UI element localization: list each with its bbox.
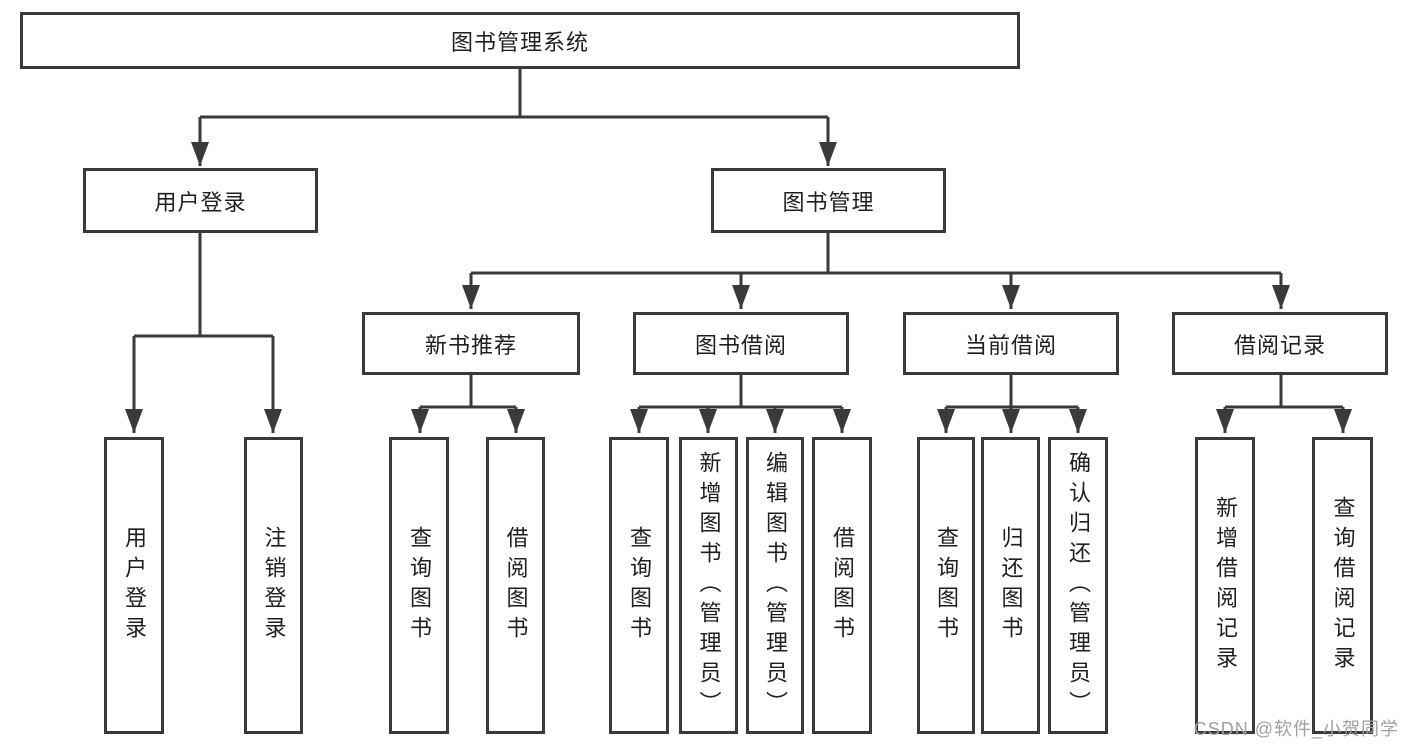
- node-book-borrow-label: 图书借阅: [694, 332, 787, 358]
- node-new-book-recommend-label: 新书推荐: [424, 332, 517, 358]
- leaf-recommend-query-books-label: 查询图书: [407, 525, 432, 646]
- leaf-current-query-books: 查询图书: [917, 437, 975, 734]
- leaf-current-confirm-return-admin: 确认归还（管理员）: [1048, 437, 1108, 734]
- leaf-logout-label: 注销登录: [261, 525, 287, 646]
- leaf-user-login-label: 用户登录: [122, 525, 147, 646]
- leaf-logout: 注销登录: [244, 437, 303, 734]
- node-borrow-records: 借阅记录: [1172, 312, 1388, 375]
- leaf-borrow-borrow-books: 借阅图书: [812, 437, 872, 734]
- node-user-login-branch-label: 用户登录: [154, 189, 247, 215]
- leaf-records-query-record: 查询借阅记录: [1312, 437, 1373, 734]
- node-book-management-branch-label: 图书管理: [782, 189, 875, 215]
- leaf-current-return-books-label: 归还图书: [998, 525, 1024, 646]
- node-book-borrow: 图书借阅: [633, 312, 849, 375]
- leaf-borrow-edit-books-admin-label: 编辑图书（管理员）: [763, 450, 788, 721]
- node-borrow-records-label: 借阅记录: [1233, 332, 1326, 358]
- leaf-records-add-record: 新增借阅记录: [1195, 437, 1255, 734]
- leaf-recommend-query-books: 查询图书: [389, 437, 449, 734]
- node-root-system: 图书管理系统: [20, 12, 1020, 69]
- leaf-borrow-query-books-label: 查询图书: [627, 525, 652, 646]
- node-new-book-recommend: 新书推荐: [362, 312, 580, 375]
- leaf-current-confirm-return-admin-label: 确认归还（管理员）: [1066, 450, 1091, 721]
- node-current-borrow-label: 当前借阅: [964, 332, 1057, 358]
- node-current-borrow: 当前借阅: [903, 312, 1119, 375]
- leaf-borrow-edit-books-admin: 编辑图书（管理员）: [746, 437, 804, 734]
- leaf-borrow-borrow-books-label: 借阅图书: [830, 525, 855, 646]
- leaf-records-query-record-label: 查询借阅记录: [1330, 495, 1356, 676]
- leaf-records-add-record-label: 新增借阅记录: [1213, 495, 1238, 676]
- leaf-current-query-books-label: 查询图书: [934, 525, 959, 646]
- leaf-borrow-add-books-admin-label: 新增图书（管理员）: [696, 450, 722, 721]
- leaf-borrow-add-books-admin: 新增图书（管理员）: [679, 437, 738, 734]
- leaf-user-login: 用户登录: [104, 437, 164, 734]
- leaf-recommend-borrow-books-label: 借阅图书: [503, 525, 529, 646]
- leaf-current-return-books: 归还图书: [981, 437, 1040, 734]
- node-root-system-label: 图书管理系统: [450, 29, 589, 55]
- node-user-login-branch: 用户登录: [83, 168, 318, 233]
- node-book-management-branch: 图书管理: [711, 168, 946, 233]
- csdn-watermark: CSDN @软件_小贺同学: [1193, 719, 1399, 739]
- leaf-recommend-borrow-books: 借阅图书: [486, 437, 545, 734]
- leaf-borrow-query-books: 查询图书: [609, 437, 669, 734]
